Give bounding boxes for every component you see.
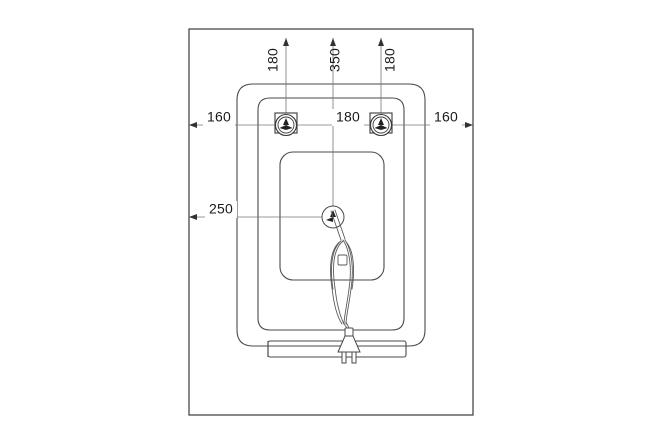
dimension-label-250: 250 [209, 201, 233, 217]
cable-loop-1 [330, 240, 343, 325]
drawing-border [188, 28, 474, 416]
socket-right-pin-b [381, 125, 388, 130]
cable-loop-4 [342, 239, 351, 325]
socket-left-face [277, 116, 295, 134]
cable-loop-3 [344, 239, 353, 325]
cable-tie-band [337, 254, 348, 266]
cable-entry-arrow-down [330, 210, 336, 217]
cable-loop-2 [333, 240, 345, 325]
cabinet-inner-rounded-rect [257, 97, 405, 331]
arrowhead-left-160 [189, 122, 197, 128]
label-backdrop-160-left [203, 109, 235, 126]
cable-entry-arrow-left [326, 217, 333, 222]
cable-upper-strand-a [330, 210, 342, 241]
dimension-label-160-right: 160 [434, 109, 458, 125]
socket-right-pin-a [374, 125, 381, 130]
plug-body [337, 335, 361, 353]
socket-right-face [372, 116, 390, 134]
dimension-label-180-left-vertical: 180 [265, 48, 281, 72]
label-backdrop-160-right [430, 109, 462, 126]
arrowhead-up-left [283, 38, 289, 46]
socket-left-pin-b [286, 125, 293, 130]
socket-left-pin-a [279, 125, 286, 130]
dimension-label-180-right-vertical: 180 [382, 48, 398, 72]
dimension-label-350-center-vertical: 350 [327, 48, 343, 72]
dimension-label-160-left: 160 [207, 109, 231, 125]
plug-strain-relief [344, 327, 354, 337]
socket-right-earth-prong [378, 118, 384, 125]
label-backdrop-250 [205, 201, 237, 218]
cable-upper-strand-b [334, 209, 346, 240]
label-backdrop-180-center [332, 109, 364, 126]
socket-outlet-right [369, 112, 393, 137]
cabinet-outer-rounded-rect [236, 83, 426, 347]
dimension-label-180-center: 180 [336, 109, 360, 125]
plug-pin-left [341, 351, 347, 364]
plug-pin-right [351, 351, 357, 364]
power-plug [337, 327, 361, 364]
socket-left-earth-prong [283, 118, 289, 125]
arrowhead-right-160 [465, 122, 473, 128]
cable-loop-6 [346, 242, 355, 290]
arrowhead-up-right [378, 38, 384, 46]
arrowhead-left-250 [189, 214, 197, 220]
socket-outlet-left [274, 112, 298, 137]
arrowhead-up-center [330, 38, 336, 46]
cable-loop-5 [331, 242, 340, 290]
